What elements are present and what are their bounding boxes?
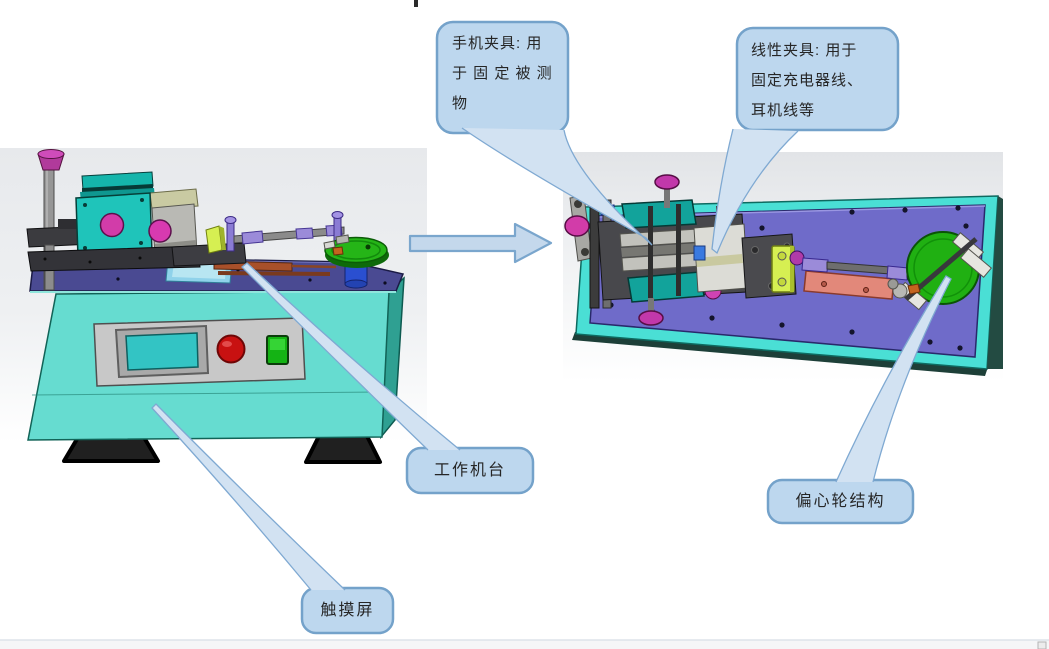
- leader-eccentric-wheel: [835, 275, 952, 483]
- linear-clamp-fixture: [693, 223, 797, 299]
- slide-bar-and-rod: [789, 250, 922, 300]
- side-knob-magenta: [564, 215, 590, 237]
- control-panel: [93, 317, 306, 387]
- leader-phone-fixture: [461, 127, 653, 246]
- copper-bar: [213, 260, 337, 276]
- bottom-strip: [0, 640, 1049, 649]
- rod-end-knob: [789, 250, 805, 266]
- callout-linear-fixture-bubble: [735, 26, 900, 132]
- board-shadow-right: [987, 196, 1003, 369]
- callout-eccentric-wheel-bubble: [766, 478, 915, 525]
- red-button: [216, 334, 246, 364]
- resize-handle: [1037, 641, 1047, 649]
- cursor-tick: [414, 0, 418, 7]
- right-block-arrow-icon: [408, 222, 553, 264]
- leader-work-platform: [241, 262, 461, 451]
- post-knob-magenta: [37, 149, 65, 159]
- leader-linear-fixture: [711, 128, 799, 255]
- linear-clamp-overview: [171, 211, 345, 267]
- callout-work-platform-bubble: [405, 446, 535, 495]
- top-knob-magenta: [654, 174, 680, 190]
- body-seam: [31, 391, 382, 396]
- callout-phone-fixture-bubble: [435, 20, 570, 135]
- phone-clamp-overview: [27, 171, 201, 272]
- eccentric-wheel-overview: [323, 234, 389, 289]
- salmon-slide-bar: [803, 270, 895, 300]
- eccentric-wheel: [887, 231, 993, 311]
- touch-screen-display: [125, 332, 199, 371]
- bottom-knob-magenta: [638, 310, 664, 326]
- callout-touch-screen-bubble: [300, 586, 395, 635]
- machine-overview-figure: [0, 148, 427, 464]
- leader-touch-screen: [151, 403, 346, 591]
- clamp-knob-magenta: [99, 212, 125, 238]
- clamp-knob-magenta-2: [148, 219, 172, 243]
- fixture-top-view-figure: [563, 152, 1003, 382]
